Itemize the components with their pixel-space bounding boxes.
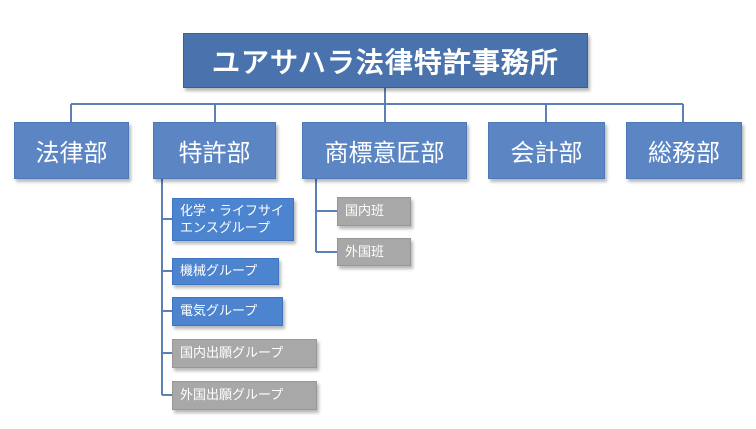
root-office-label: ユアサハラ法律特許事務所: [212, 45, 559, 79]
patent-group-domestic-filing-label: 国内出願グループ: [180, 346, 284, 361]
trademark-team-foreign-label: 外国班: [345, 244, 385, 260]
patent-group-foreign-filing-label: 外国出願グループ: [180, 388, 284, 403]
department-legal-label: 法律部: [35, 139, 108, 167]
trademark-team-domestic: 国内班: [337, 197, 411, 226]
department-patent: 特許部: [153, 122, 276, 179]
department-trademark-design-label: 商標意匠部: [324, 139, 445, 167]
root-office-box: ユアサハラ法律特許事務所: [183, 33, 588, 88]
patent-group-chemistry-life-science-label: 化学・ライフサイ エンスグループ: [180, 203, 285, 236]
trademark-team-domestic-label: 国内班: [345, 204, 385, 219]
department-trademark-design: 商標意匠部: [302, 122, 467, 179]
patent-group-mechanical-label: 機械グループ: [180, 264, 258, 279]
patent-group-mechanical: 機械グループ: [172, 258, 279, 285]
department-general-affairs: 総務部: [626, 122, 742, 179]
trademark-team-foreign: 外国班: [337, 238, 411, 266]
department-accounting: 会計部: [488, 122, 605, 179]
patent-group-foreign-filing: 外国出願グループ: [172, 381, 317, 410]
patent-group-electrical: 電気グループ: [172, 297, 283, 326]
patent-group-chemistry-life-science: 化学・ライフサイ エンスグループ: [172, 198, 294, 241]
department-accounting-label: 会計部: [510, 139, 583, 167]
department-general-affairs-label: 総務部: [648, 139, 720, 167]
department-legal: 法律部: [14, 122, 129, 179]
department-patent-label: 特許部: [178, 139, 251, 167]
patent-group-electrical-label: 電気グループ: [180, 304, 258, 319]
patent-group-domestic-filing: 国内出願グループ: [172, 339, 317, 368]
